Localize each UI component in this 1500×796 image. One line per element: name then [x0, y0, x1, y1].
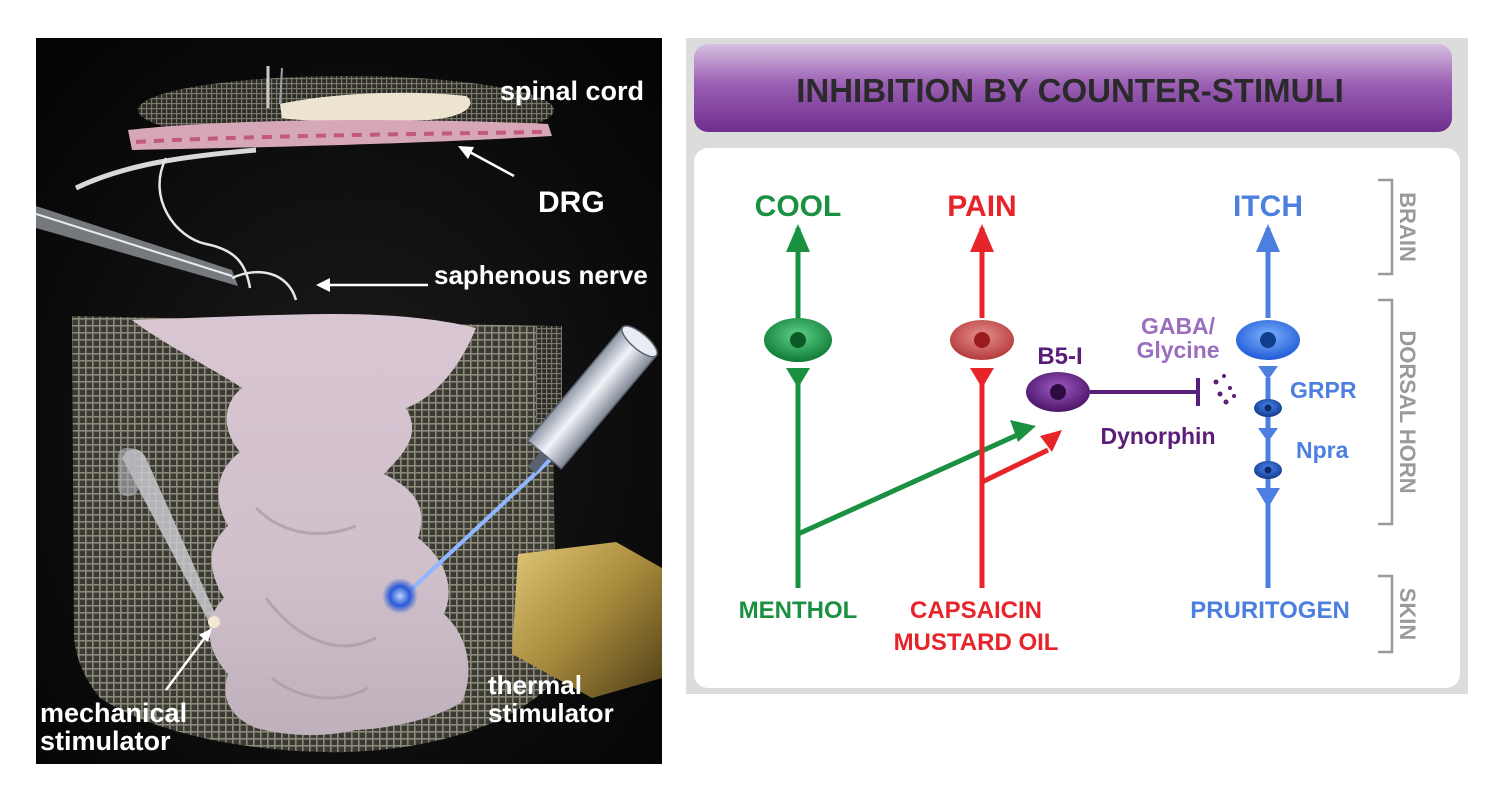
dynorphin-label: Dynorphin [1101, 423, 1216, 449]
drg-arrow [458, 146, 515, 178]
thermal-spot [382, 578, 418, 614]
drg-label: DRG [538, 186, 605, 219]
mechanical-stimulator-probe [122, 449, 218, 624]
spinal-cord-tissue [280, 92, 471, 122]
title-bar [694, 44, 1452, 132]
gaba-label-line2: Glycine [1136, 337, 1219, 363]
spinal-cord-label: spinal cord [500, 76, 644, 106]
ex-vivo-preparation-photo: spinal cord DRG saphenous nerve thermal … [36, 38, 662, 764]
thermal-stimulator-label-line1: thermal [488, 670, 582, 700]
mechanical-stimulator-arrow [164, 628, 212, 691]
grpr-label: GRPR [1290, 377, 1357, 403]
mechanical-stimulator-label-line1: mechanical [40, 698, 187, 728]
mechanical-stimulator-label-line2: stimulator [40, 726, 171, 756]
skin-region-label: SKIN [1395, 588, 1420, 641]
pain-pathway [970, 224, 1062, 588]
thermal-stimulator-tube [526, 325, 658, 474]
mustard-oil-label: MUSTARD OIL [894, 629, 1059, 656]
thermal-fiber [400, 456, 554, 600]
thermal-stimulator-label-line2: stimulator [488, 698, 614, 728]
saphenous-nerve-arrow [316, 278, 428, 292]
pruritogen-label: PRURITOGEN [1190, 597, 1350, 624]
diagram-title: INHIBITION BY COUNTER-STIMULI [796, 72, 1344, 109]
itch-label: ITCH [1233, 190, 1303, 223]
dynorphin-release-dots [1213, 374, 1236, 405]
saphenous-nerve-label: saphenous nerve [434, 260, 648, 290]
b5i-label: B5-I [1037, 343, 1082, 370]
dorsal-horn-bracket [1378, 298, 1394, 526]
bath-clamp [512, 542, 662, 698]
brain-region-label: BRAIN [1395, 192, 1420, 262]
capsaicin-label: CAPSAICIN [910, 597, 1042, 624]
cool-pathway [786, 224, 1036, 588]
cool-label: COOL [755, 190, 842, 223]
skin-preparation [132, 314, 476, 736]
npra-label: Npra [1296, 437, 1349, 463]
pain-label: PAIN [947, 190, 1016, 223]
skin-bracket [1378, 574, 1394, 654]
gaba-label-line1: GABA/ [1141, 313, 1216, 339]
counter-stimuli-diagram: INHIBITION BY COUNTER-STIMULI BRAIN DORS… [686, 38, 1468, 694]
dorsal-horn-region-label: DORSAL HORN [1395, 330, 1420, 493]
brain-bracket [1378, 178, 1394, 276]
menthol-label: MENTHOL [739, 597, 858, 624]
